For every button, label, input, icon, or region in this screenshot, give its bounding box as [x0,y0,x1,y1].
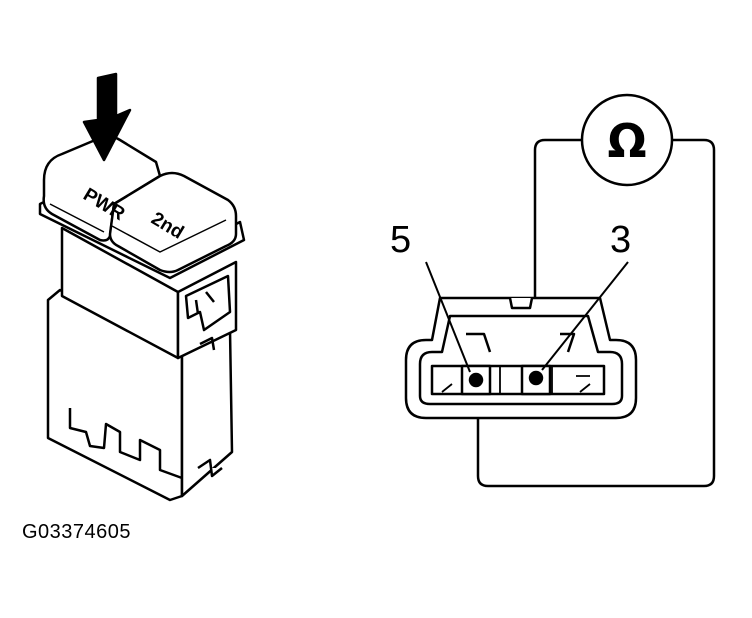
pin-5-leader [425,261,471,373]
ohm-symbol: Ω [607,114,646,168]
connector-illustration [404,296,638,420]
switch-clip-detail [194,291,215,315]
ohmmeter-icon [580,93,674,187]
connector-key-notch [466,332,576,353]
connector-cavity-row [430,364,606,396]
second-button [108,171,238,274]
switch-lower-housing-side [180,328,234,498]
pin-3-leader [541,261,629,371]
meter-lead-right [533,138,582,378]
switch-terminal-tabs-right [197,458,223,478]
switch-terminal-tabs [68,408,183,480]
pin-5-contact [468,372,484,388]
connector-lock-tab [508,297,534,310]
pin-3-contact [528,370,544,386]
meter-circuit [476,93,716,488]
switch-collar-small [199,336,216,351]
figure-id: G03374605 [22,521,132,543]
pin-5-label: 5 [390,219,411,261]
switch-clip [184,274,232,332]
meter-lead-left [476,138,716,488]
connector-cavity-dividers [441,366,591,394]
press-arrow-icon [82,72,132,162]
switch-illustration [38,72,246,502]
pwr-button-edge [49,203,227,253]
pin-3-label: 3 [610,219,631,261]
